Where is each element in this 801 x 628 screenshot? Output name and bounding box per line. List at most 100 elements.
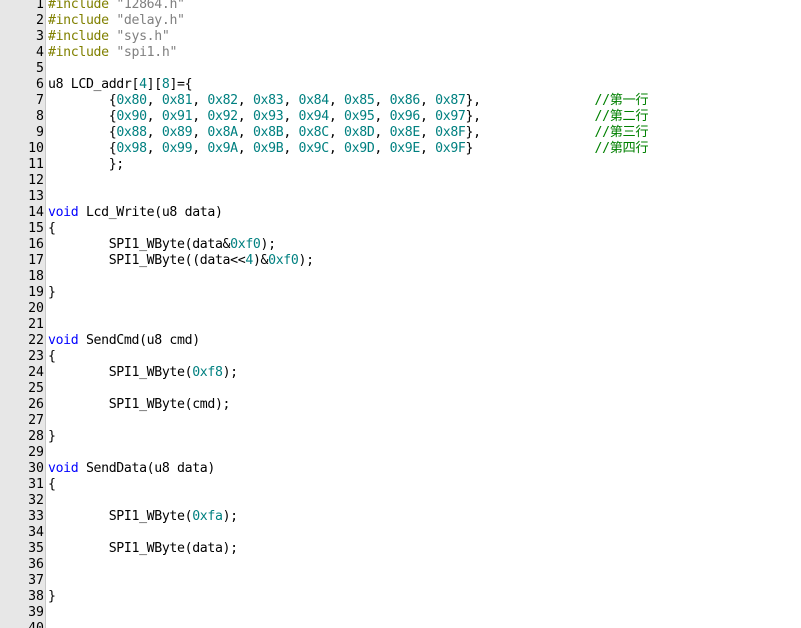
code-line[interactable]: 16 SPI1_WByte(data&0xf0); — [0, 237, 801, 253]
code-token: }, — [465, 93, 595, 108]
code-line[interactable]: 38} — [0, 589, 801, 605]
code-line[interactable]: 2#include "delay.h" — [0, 13, 801, 29]
line-text: } — [48, 285, 56, 301]
line-number: 4 — [36, 45, 44, 60]
number-token: 0x97 — [435, 109, 466, 124]
line-text: SPI1_WByte(data); — [48, 541, 238, 557]
code-line[interactable]: 24 SPI1_WByte(0xf8); — [0, 365, 801, 381]
code-line[interactable]: 1#include "12864.h" — [0, 0, 801, 13]
code-token: , — [419, 109, 436, 124]
code-line[interactable]: 31{ — [0, 477, 801, 493]
code-token: { — [48, 221, 56, 236]
line-number: 2 — [36, 13, 44, 28]
code-line[interactable]: 36 — [0, 557, 801, 573]
number-token: 0xf8 — [192, 365, 223, 380]
code-token: } — [48, 285, 56, 300]
code-line[interactable]: 32 — [0, 493, 801, 509]
number-token: 0x85 — [344, 93, 375, 108]
code-line[interactable]: 25 — [0, 381, 801, 397]
line-text: void SendCmd(u8 cmd) — [48, 333, 200, 349]
code-token: , — [237, 109, 253, 124]
code-line[interactable]: 18 — [0, 269, 801, 285]
line-number-gutter — [0, 0, 46, 628]
code-line[interactable]: 10 {0x98, 0x99, 0x9A, 0x9B, 0x9C, 0x9D, … — [0, 141, 801, 157]
code-line[interactable]: 39 — [0, 605, 801, 621]
string-token: "delay.h" — [116, 13, 185, 28]
code-line[interactable]: 12 — [0, 173, 801, 189]
line-text: SPI1_WByte((data<<4)&0xf0); — [48, 253, 314, 269]
line-number: 25 — [28, 381, 44, 396]
code-line[interactable]: 27 — [0, 413, 801, 429]
number-token: 0x9E — [389, 141, 421, 156]
code-token: ); — [298, 253, 314, 268]
number-token: 0x83 — [252, 93, 284, 108]
code-line[interactable]: 9 {0x88, 0x89, 0x8A, 0x8B, 0x8C, 0x8D, 0… — [0, 125, 801, 141]
line-text: #include "sys.h" — [48, 29, 170, 45]
code-token: , — [146, 93, 162, 108]
code-line[interactable]: 3#include "sys.h" — [0, 29, 801, 45]
code-line[interactable]: 11 }; — [0, 157, 801, 173]
code-line[interactable]: 28} — [0, 429, 801, 445]
number-token: 0x9F — [435, 141, 466, 156]
code-line[interactable]: 35 SPI1_WByte(data); — [0, 541, 801, 557]
keyword-token: void — [48, 205, 79, 220]
line-text: { — [48, 349, 56, 365]
code-token: }; — [48, 157, 125, 172]
preprocessor-token: #include — [48, 0, 117, 12]
code-line[interactable]: 40 — [0, 621, 801, 628]
code-line[interactable]: 21 — [0, 317, 801, 333]
code-line[interactable]: 8 {0x90, 0x91, 0x92, 0x93, 0x94, 0x95, 0… — [0, 109, 801, 125]
code-token: , — [328, 93, 345, 108]
code-line[interactable]: 4#include "spi1.h" — [0, 45, 801, 61]
code-line[interactable]: 26 SPI1_WByte(cmd); — [0, 397, 801, 413]
code-line[interactable]: 20 — [0, 301, 801, 317]
code-line[interactable]: 34 — [0, 525, 801, 541]
number-token: 0x9B — [252, 141, 284, 156]
code-line[interactable]: 5 — [0, 61, 801, 77]
code-token: , — [419, 93, 436, 108]
code-token: { — [48, 477, 56, 492]
line-text: void Lcd_Write(u8 data) — [48, 205, 223, 221]
code-line[interactable]: 23{ — [0, 349, 801, 365]
line-number: 26 — [28, 397, 44, 412]
code-line[interactable]: 33 SPI1_WByte(0xfa); — [0, 509, 801, 525]
line-text: } — [48, 429, 56, 445]
number-token: 0x86 — [389, 93, 421, 108]
code-token: , — [328, 125, 345, 140]
code-line[interactable]: 17 SPI1_WByte((data<<4)&0xf0); — [0, 253, 801, 269]
code-token: SPI1_WByte( — [48, 365, 193, 380]
code-token: , — [374, 125, 390, 140]
number-token: 0x8F — [435, 125, 466, 140]
line-number: 30 — [28, 461, 44, 476]
code-line[interactable]: 37 — [0, 573, 801, 589]
code-line[interactable]: 13 — [0, 189, 801, 205]
code-line[interactable]: 19} — [0, 285, 801, 301]
comment-token: //第二行 — [594, 109, 649, 124]
number-token: 0xfa — [192, 509, 223, 524]
code-token: , — [283, 125, 299, 140]
code-token: , — [374, 93, 390, 108]
code-line[interactable]: 15{ — [0, 221, 801, 237]
line-text: {0x90, 0x91, 0x92, 0x93, 0x94, 0x95, 0x9… — [48, 109, 649, 125]
code-token: { — [48, 141, 117, 156]
line-text: {0x88, 0x89, 0x8A, 0x8B, 0x8C, 0x8D, 0x8… — [48, 125, 649, 141]
code-token: SPI1_WByte(cmd); — [48, 397, 231, 412]
code-token: { — [48, 349, 56, 364]
code-token: SPI1_WByte(data); — [48, 541, 238, 556]
code-token: , — [146, 141, 162, 156]
code-token: }, — [465, 109, 595, 124]
code-line[interactable]: 7 {0x80, 0x81, 0x82, 0x83, 0x84, 0x85, 0… — [0, 93, 801, 109]
code-token: , — [419, 141, 436, 156]
code-token: , — [237, 93, 253, 108]
line-number: 27 — [28, 413, 44, 428]
code-token: , — [374, 109, 390, 124]
code-line[interactable]: 29 — [0, 445, 801, 461]
keyword-token: void — [48, 333, 79, 348]
code-token: } — [48, 429, 56, 444]
